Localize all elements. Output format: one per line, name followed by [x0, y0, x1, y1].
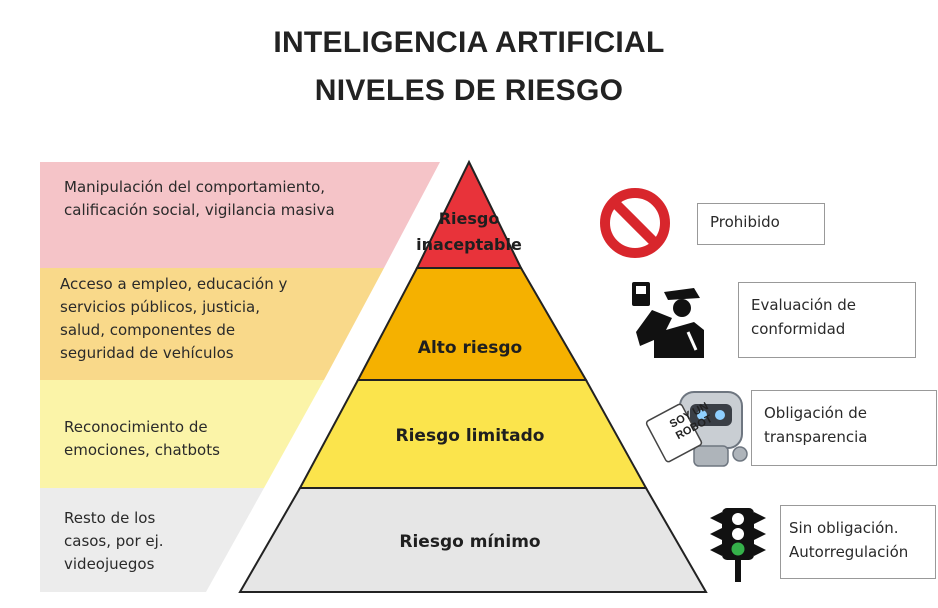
description-minimal: Resto de los casos, por ej. videojuegos	[64, 509, 164, 573]
obligation-conformity-assessment: Evaluación de conformidad	[738, 282, 916, 358]
prohibited-icon	[600, 188, 670, 258]
pyramid-level-minimal	[238, 487, 708, 593]
band-minimal	[40, 488, 264, 592]
level-label-limited: Riesgo limitado	[395, 426, 545, 446]
obligation-none: Sin obligación. Autorregulación	[780, 505, 936, 579]
description-high: Acceso a empleo, educación y servicios p…	[60, 275, 288, 362]
robot-icon	[645, 391, 748, 467]
band-unacceptable	[40, 162, 440, 268]
pyramid-level-high	[356, 267, 588, 381]
inspector-icon	[632, 282, 704, 358]
band-high	[40, 268, 384, 380]
description-unacceptable: Manipulación del comportamiento, calific…	[64, 178, 335, 219]
obligation-prohibited: Prohibido	[697, 203, 825, 245]
obligation-transparency: Obligación de transparencia	[751, 390, 937, 466]
description-limited: Reconocimiento de emociones, chatbots	[64, 418, 220, 459]
level-label-high: Alto riesgo	[417, 338, 523, 358]
level-label-minimal: Riesgo mínimo	[399, 532, 541, 552]
traffic-light-icon	[710, 508, 766, 582]
band-limited	[40, 380, 324, 488]
level-label-unacceptable: Riesgo inaceptable	[416, 209, 522, 254]
title-line-2: NIVELES DE RIESGO	[314, 74, 624, 107]
title-line-1: INTELIGENCIA ARTIFICIAL	[273, 26, 665, 59]
